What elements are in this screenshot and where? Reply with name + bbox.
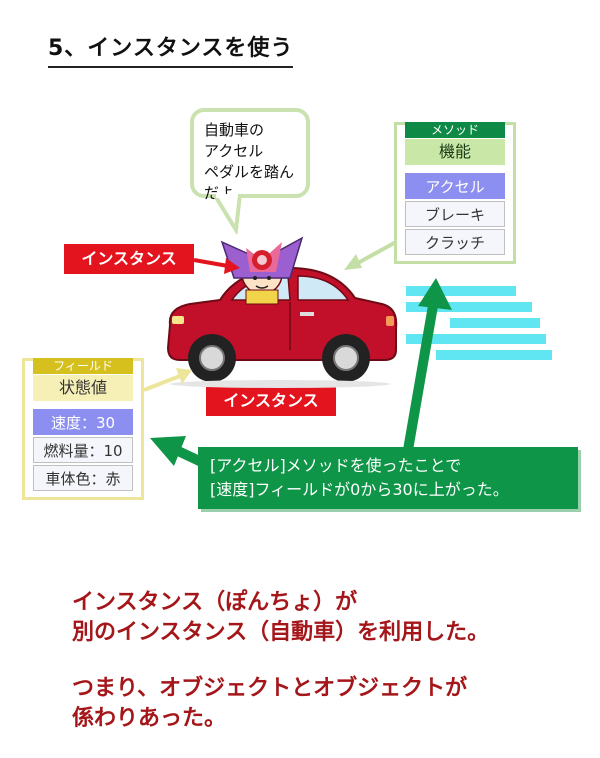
- method-item: アクセル: [405, 173, 505, 199]
- summary-line: 別のインスタンス（自動車）を利用した。: [72, 620, 490, 645]
- method-arrow: [344, 240, 397, 270]
- instance-label-character: インスタンス: [64, 244, 194, 274]
- field-item: 車体色：赤: [33, 465, 133, 491]
- field-panel-tag: フィールド: [33, 358, 133, 374]
- speech-bubble-tail: [211, 194, 243, 234]
- speech-line: 自動車の: [204, 121, 265, 139]
- method-item: クラッチ: [405, 229, 505, 255]
- speech-line: アクセル: [204, 142, 264, 160]
- speech-line: ペダルを踏ん: [204, 163, 295, 181]
- explanation-box: [アクセル]メソッドを使ったことで [速度]フィールドが0から30に上がった。: [198, 447, 578, 509]
- explanation-line: [速度]フィールドが0から30に上がった。: [210, 480, 509, 499]
- method-panel: メソッド 機能 アクセル ブレーキ クラッチ: [394, 122, 516, 264]
- speed-line: [436, 350, 552, 360]
- speed-line: [406, 302, 532, 312]
- method-panel-tag: メソッド: [405, 122, 505, 138]
- field-panel: フィールド 状態値 速度：30 燃料量：10 車体色：赤: [22, 358, 144, 500]
- field-item: 速度：30: [33, 409, 133, 435]
- field-item: 燃料量：10: [33, 437, 133, 463]
- summary-line: インスタンス（ぽんちょ）が: [72, 590, 358, 615]
- car-illustration: [166, 236, 398, 388]
- field-arrow: [143, 368, 192, 392]
- method-item: ブレーキ: [405, 201, 505, 227]
- explanation-line: [アクセル]メソッドを使ったことで: [210, 456, 462, 475]
- instance-arrow: [193, 258, 240, 274]
- page-title: 5、インスタンスを使う: [48, 30, 294, 68]
- summary-line: 係わりあった。: [72, 706, 227, 731]
- speed-line: [450, 318, 540, 328]
- method-panel-heading: 機能: [405, 139, 505, 165]
- instance-label-car: インスタンス: [206, 386, 336, 416]
- speech-bubble: 自動車の アクセル ペダルを踏ん だよ。: [190, 108, 310, 202]
- speed-line: [406, 334, 546, 344]
- field-panel-heading: 状態値: [33, 375, 133, 401]
- summary-line: つまり、オブジェクトとオブジェクトが: [72, 676, 468, 701]
- speed-line: [406, 286, 516, 296]
